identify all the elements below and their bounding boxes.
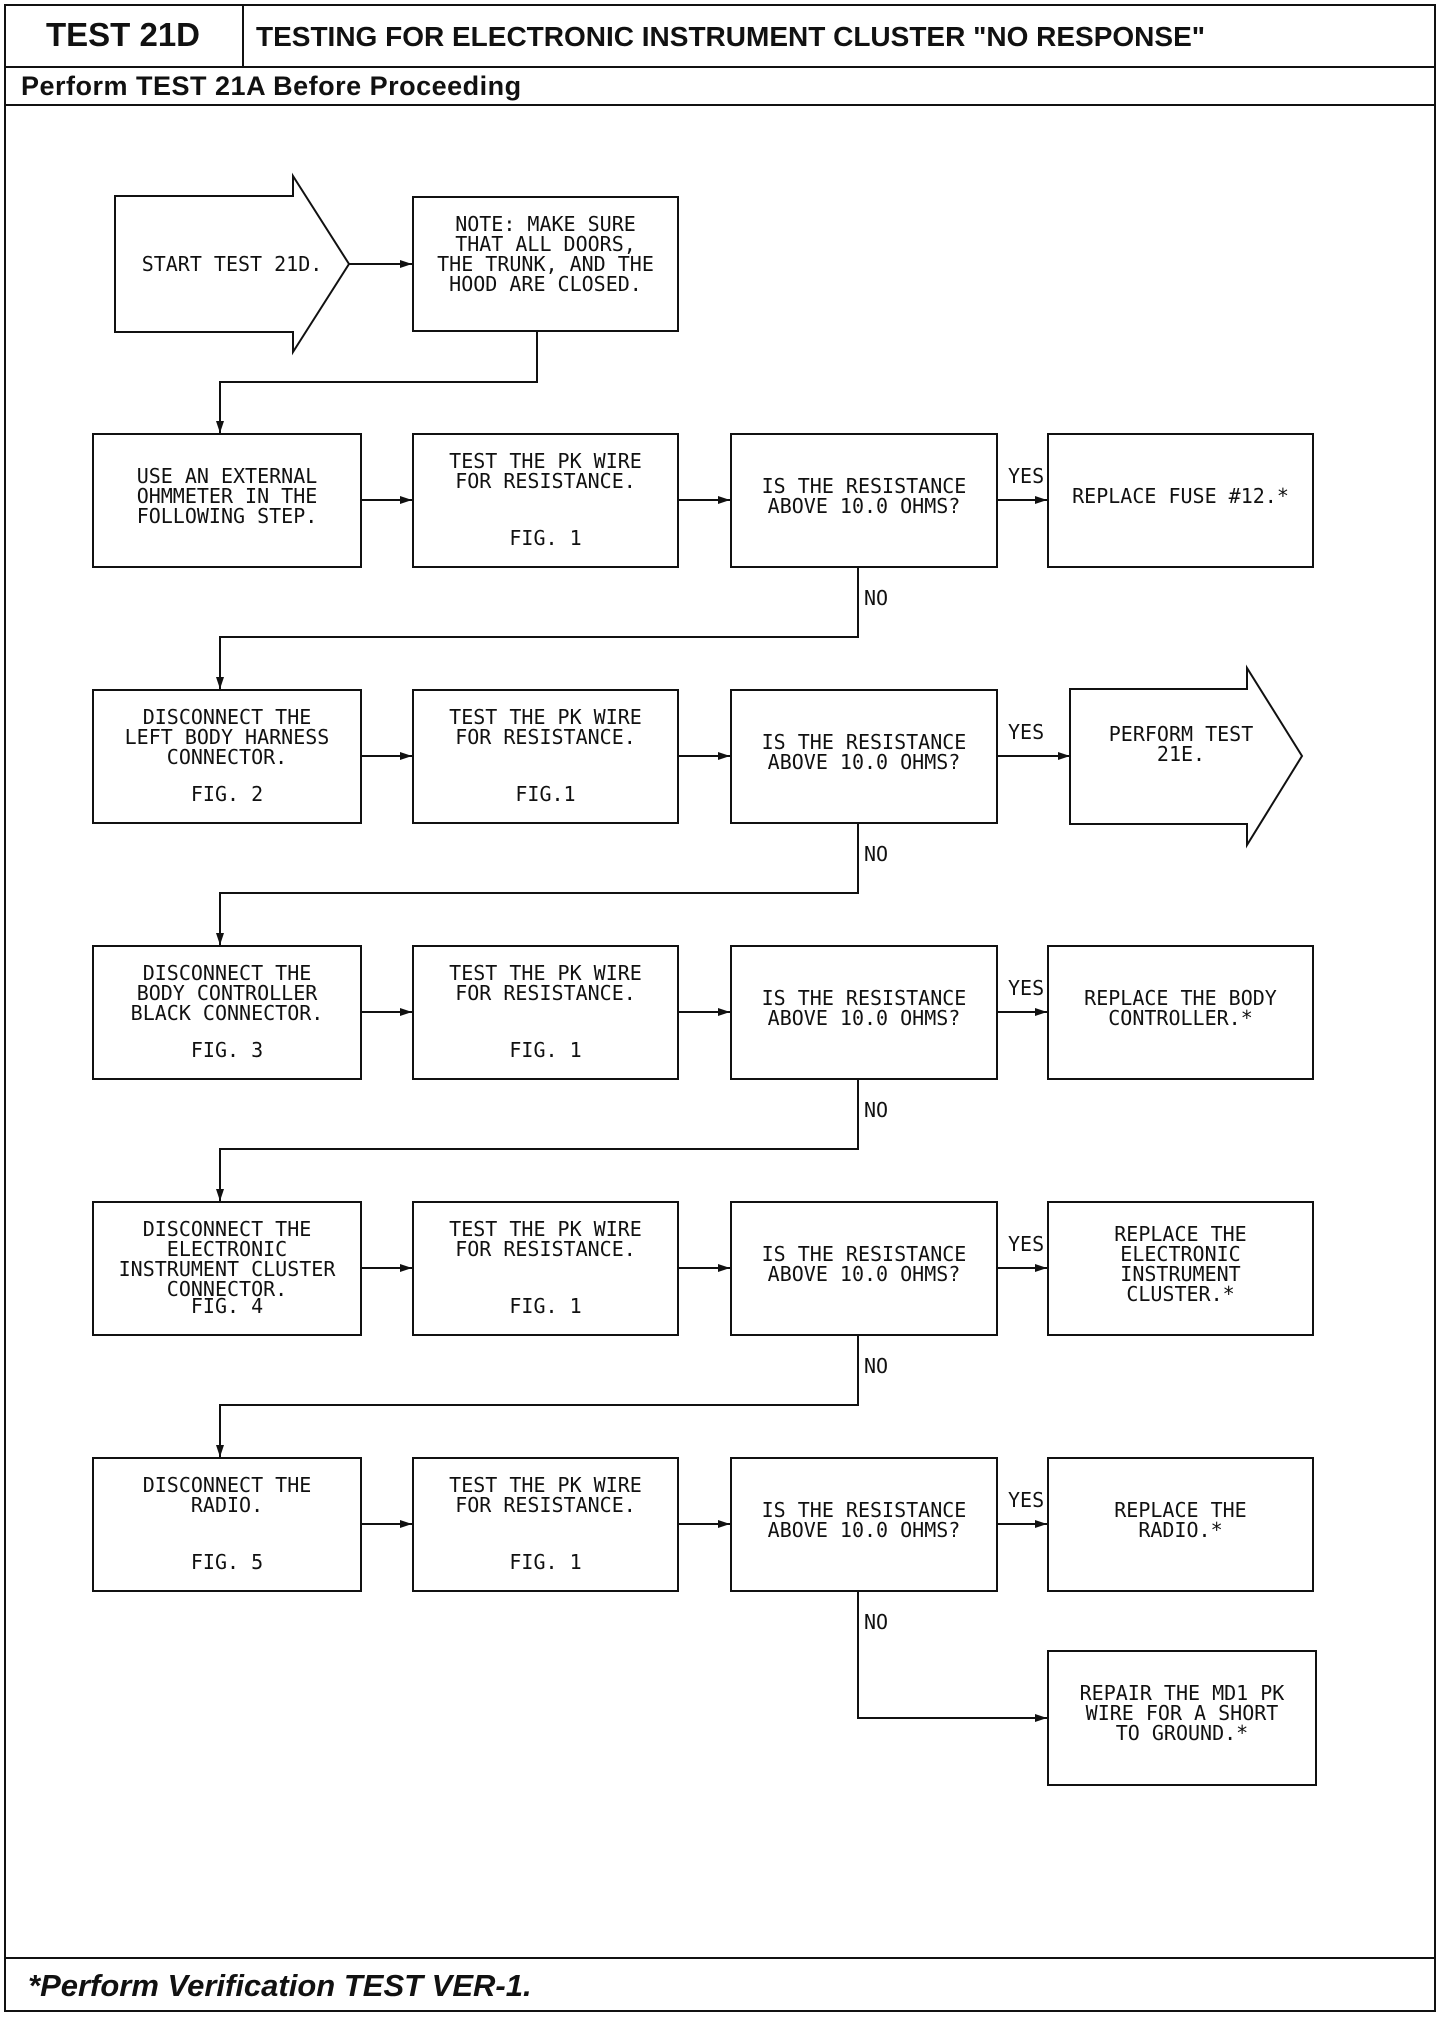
step-3-no-label: NO [864, 1098, 889, 1122]
step-5-no-label: NO [864, 1610, 889, 1634]
step-1-yes-label: YES [1008, 464, 1045, 488]
step-1-test-text: TEST THE PK WIRE FOR RESISTANCE. [449, 449, 642, 493]
step-5-yes-label: YES [1008, 1488, 1045, 1512]
step-5-yes-result-text: REPLACE THE RADIO.* [1114, 1497, 1247, 1542]
step-4-action-fig: FIG. 4 [190, 1294, 264, 1318]
step-2-action-fig: FIG. 2 [190, 782, 264, 806]
step-1-no-label: NO [864, 586, 889, 610]
step-3-action-text: DISCONNECT THE BODY CONTROLLER BLACK CON… [130, 961, 324, 1025]
step-4-question-box: IS THE RESISTANCE ABOVE 10.0 OHMS? [730, 1201, 998, 1336]
step-3-test-text: TEST THE PK WIRE FOR RESISTANCE. [449, 961, 642, 1005]
connector-step-5-no [857, 1592, 1047, 1722]
step-1-yes-result-text: REPLACE FUSE #12.* [1072, 483, 1289, 508]
step-1-action-text: USE AN EXTERNAL OHMMETER IN THE FOLLOWIN… [136, 463, 318, 528]
step-2-action-box: DISCONNECT THE LEFT BODY HARNESS CONNECT… [92, 689, 362, 824]
step-4-no-label: NO [864, 1354, 889, 1378]
perform-test-arrow-shape [1069, 664, 1304, 849]
step-3-action-box: DISCONNECT THE BODY CONTROLLER BLACK CON… [92, 945, 362, 1080]
step-2-yes-result-text: PERFORM TEST 21E. [1108, 722, 1254, 766]
note-box: NOTE: MAKE SURE THAT ALL DOORS, THE TRUN… [412, 196, 679, 332]
connector-step-4-no [216, 1336, 859, 1457]
step-5-action-box: DISCONNECT THE RADIO. FIG. 5 [92, 1457, 362, 1592]
connector-step-2-no [216, 824, 859, 945]
step-4-action-text: DISCONNECT THE ELECTRONIC INSTRUMENT CLU… [118, 1217, 336, 1301]
step-3-yes-label: YES [1008, 976, 1045, 1000]
step-3-yes-result-text: REPLACE THE BODY CONTROLLER.* [1084, 985, 1277, 1030]
step-1-test-box: TEST THE PK WIRE FOR RESISTANCE. FIG. 1 [412, 433, 679, 568]
step-4-test-box: TEST THE PK WIRE FOR RESISTANCE. FIG. 1 [412, 1201, 679, 1336]
step-2-yes-label: YES [1008, 720, 1045, 744]
start-arrow-shape [114, 172, 351, 356]
step-5-test-fig: FIG. 1 [509, 1550, 582, 1574]
step-2-no-label: NO [864, 842, 889, 866]
step-4-test-text: TEST THE PK WIRE FOR RESISTANCE. [449, 1217, 642, 1261]
step-5-question-box: IS THE RESISTANCE ABOVE 10.0 OHMS? [730, 1457, 998, 1592]
step-1-question-text: IS THE RESISTANCE ABOVE 10.0 OHMS? [761, 473, 967, 518]
final-no-result-box: REPAIR THE MD1 PK WIRE FOR A SHORT TO GR… [1047, 1650, 1317, 1786]
step-5-yes-result-box: REPLACE THE RADIO.* [1047, 1457, 1314, 1592]
step-4-yes-result-box: REPLACE THE ELECTRONIC INSTRUMENT CLUSTE… [1047, 1201, 1314, 1336]
final-no-result-text: REPAIR THE MD1 PK WIRE FOR A SHORT TO GR… [1079, 1681, 1285, 1745]
connector-note-to-step-1 [216, 332, 538, 433]
test-id-cell: TEST 21D [4, 4, 244, 66]
page-title: TESTING FOR ELECTRONIC INSTRUMENT CLUSTE… [256, 21, 1206, 52]
page-frame [4, 4, 1436, 2012]
step-1-test-fig: FIG. 1 [509, 526, 582, 550]
note-text: NOTE: MAKE SURE THAT ALL DOORS, THE TRUN… [437, 212, 654, 296]
step-2-question-box: IS THE RESISTANCE ABOVE 10.0 OHMS? [730, 689, 998, 824]
step-2-test-fig: FIG.1 [515, 782, 576, 806]
step-4-test-fig: FIG. 1 [509, 1294, 582, 1318]
step-5-test-box: TEST THE PK WIRE FOR RESISTANCE. FIG. 1 [412, 1457, 679, 1592]
connector-step-3-no [216, 1080, 859, 1201]
step-2-test-text: TEST THE PK WIRE FOR RESISTANCE. [449, 705, 642, 749]
step-1-action-box: USE AN EXTERNAL OHMMETER IN THE FOLLOWIN… [92, 433, 362, 568]
step-5-test-text: TEST THE PK WIRE FOR RESISTANCE. [449, 1473, 642, 1517]
step-5-question-text: IS THE RESISTANCE ABOVE 10.0 OHMS? [761, 1497, 967, 1542]
prerequisite-row: Perform TEST 21A Before Proceeding [4, 68, 1436, 106]
step-3-test-box: TEST THE PK WIRE FOR RESISTANCE. FIG. 1 [412, 945, 679, 1080]
start-label: START TEST 21D. [141, 252, 323, 276]
step-3-test-fig: FIG. 1 [509, 1038, 582, 1062]
step-3-question-box: IS THE RESISTANCE ABOVE 10.0 OHMS? [730, 945, 998, 1080]
step-3-yes-result-box: REPLACE THE BODY CONTROLLER.* [1047, 945, 1314, 1080]
step-4-question-text: IS THE RESISTANCE ABOVE 10.0 OHMS? [761, 1241, 967, 1286]
step-4-action-box: DISCONNECT THE ELECTRONIC INSTRUMENT CLU… [92, 1201, 362, 1336]
step-3-question-text: IS THE RESISTANCE ABOVE 10.0 OHMS? [761, 985, 967, 1030]
step-1-yes-result-box: REPLACE FUSE #12.* [1047, 433, 1314, 568]
step-5-action-text: DISCONNECT THE RADIO. [142, 1473, 312, 1517]
step-4-yes-label: YES [1008, 1232, 1045, 1256]
header-row: TEST 21D TESTING FOR ELECTRONIC INSTRUME… [4, 4, 1436, 68]
step-2-action-text: DISCONNECT THE LEFT BODY HARNESS CONNECT… [124, 705, 330, 769]
step-5-action-fig: FIG. 5 [190, 1550, 264, 1574]
step-1-question-box: IS THE RESISTANCE ABOVE 10.0 OHMS? [730, 433, 998, 568]
connector-step-1-no [216, 568, 859, 689]
step-2-test-box: TEST THE PK WIRE FOR RESISTANCE. FIG.1 [412, 689, 679, 824]
step-4-yes-result-text: REPLACE THE ELECTRONIC INSTRUMENT CLUSTE… [1114, 1221, 1247, 1306]
footer-note: *Perform Verification TEST VER-1. [4, 1957, 1436, 2012]
step-2-question-text: IS THE RESISTANCE ABOVE 10.0 OHMS? [761, 729, 967, 774]
step-3-action-fig: FIG. 3 [190, 1038, 264, 1062]
